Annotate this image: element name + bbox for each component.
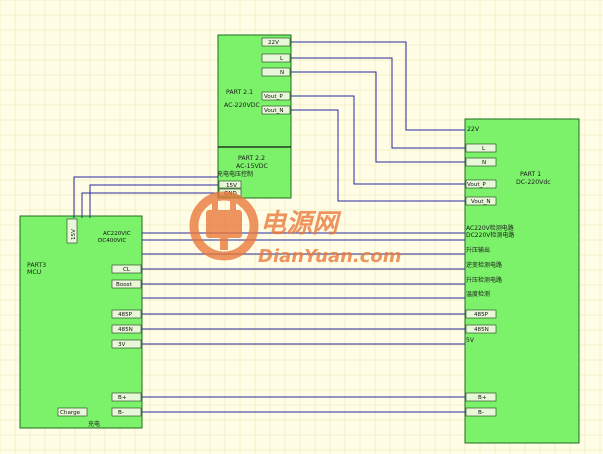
pin-485p-label: 485P — [118, 312, 133, 318]
part3-pins: AC220VIC DC400VIC CL Boost 485P 485N 3V … — [57, 231, 142, 417]
watermark-brand-en: DianYuan.com — [258, 246, 402, 267]
pin-box[interactable] — [111, 407, 142, 417]
p1-signal-ac220v: AC220V检测电路 — [466, 224, 514, 232]
pin-boost-label: Boost — [116, 282, 133, 288]
p1-signal-temp: 温度检测 — [466, 290, 490, 298]
p1-pin-bplus-label: B+ — [478, 395, 487, 401]
pin-cl-label: CL — [123, 267, 131, 273]
part1-desc: DC-220Vdc — [516, 179, 551, 186]
part21-pins: 22V L N Vout_P Vout_N — [261, 37, 291, 115]
wire-15v — [89, 184, 218, 218]
p1-pin-vout-n-label: Vout_N — [471, 199, 491, 205]
pin-n-label: N — [280, 70, 284, 76]
part21-block[interactable] — [217, 34, 292, 148]
pin-15v-label: 15V — [226, 183, 237, 189]
pin-box[interactable] — [261, 105, 291, 115]
wire-vout-p — [291, 95, 465, 185]
part1-name: PART 1 — [520, 171, 541, 178]
p1-pin-l-label: L — [482, 146, 486, 152]
pin-dc400vic-label: DC400VIC — [98, 238, 126, 244]
p1-pin-485n-label: 485N — [474, 327, 489, 333]
pin-box[interactable] — [57, 407, 88, 417]
p1-5v-label: 5V — [466, 337, 475, 344]
pin-box[interactable] — [111, 392, 142, 402]
part1-pins: L N Vout_P Vout_N 485P 485N B+ B- — [465, 143, 497, 417]
dianyuan-watermark: 电源网 DianYuan.com — [189, 191, 402, 267]
p1-signal-boost-out: 升压输出 — [466, 246, 490, 254]
part22-name: PART 2.2 — [238, 155, 265, 162]
pin-box[interactable] — [261, 91, 291, 101]
pin-charge-label: Charge — [60, 410, 81, 416]
part1-signal-labels: AC220V检测电路 DC220V检测电路 升压输出 逆变检测电路 升压检测电路… — [466, 224, 514, 344]
pin-22v-label: 22V — [268, 40, 279, 46]
pin-box[interactable] — [111, 339, 142, 349]
pin-box[interactable] — [465, 324, 497, 334]
watermark-plug-logo — [189, 191, 259, 261]
pin-box[interactable] — [261, 53, 291, 63]
pin-box[interactable] — [261, 67, 291, 77]
pin-ac220vic-label: AC220VIC — [103, 231, 131, 237]
part22-desc: AC-15VDC — [236, 163, 268, 170]
part3-bottom-label: 充电 — [88, 420, 100, 428]
pin-box[interactable] — [111, 264, 142, 274]
pin-box[interactable] — [465, 407, 497, 417]
part1-top-label: 22V — [467, 126, 480, 133]
pin-box[interactable] — [111, 324, 142, 334]
part22-label: 充电电压控制 — [217, 170, 253, 178]
pin-box[interactable] — [218, 180, 242, 189]
part1-block[interactable] — [464, 118, 580, 444]
pin-box[interactable] — [465, 309, 497, 319]
p1-pin-n-label: N — [482, 160, 486, 166]
pin-vout-p-label: Vout_P — [264, 94, 283, 100]
pin-3v-label: 3V — [118, 342, 126, 348]
pin-box[interactable] — [111, 279, 142, 289]
wire-vout-n — [291, 109, 465, 202]
part3-desc: MCU — [27, 269, 41, 276]
pin-bminus-label: B- — [118, 410, 124, 416]
p1-signal-boost-det: 升压检测电路 — [466, 276, 502, 284]
pin-l-label: L — [280, 56, 284, 62]
pin-box[interactable] — [465, 143, 497, 153]
pin-vout-n-label: Vout_N — [264, 108, 284, 114]
pin-box[interactable] — [465, 157, 497, 167]
pin-box[interactable] — [465, 392, 497, 402]
part3-block[interactable] — [19, 215, 143, 429]
pin-bplus-label: B+ — [118, 395, 127, 401]
wire-n — [291, 71, 465, 163]
pin-485n-label: 485N — [118, 327, 133, 333]
part21-desc: AC-220VDC — [224, 102, 260, 109]
part3-name: PART3 — [27, 262, 46, 269]
p1-pin-bminus-label: B- — [478, 410, 484, 416]
p1-signal-inverter: 逆变检测电路 — [466, 261, 502, 269]
wire-ctrl — [73, 176, 218, 218]
part21-name: PART 2.1 — [226, 89, 253, 96]
p1-pin-vout-p-label: Vout_P — [467, 182, 486, 188]
p1-signal-dc220v: DC220V检测电路 — [466, 231, 514, 239]
watermark-brand-cn: 电源网 — [260, 209, 342, 239]
pin-box[interactable] — [66, 218, 78, 244]
mcu-top-pin-label: 15V — [71, 229, 77, 240]
wire-l — [291, 57, 465, 149]
p1-pin-485p-label: 485P — [474, 312, 489, 318]
pin-box[interactable] — [261, 37, 291, 47]
wire-gnd — [81, 192, 218, 218]
pin-box[interactable] — [111, 309, 142, 319]
pin-box[interactable] — [465, 196, 497, 206]
pin-box[interactable] — [465, 179, 497, 189]
wire-22v — [291, 41, 465, 131]
wires — [73, 41, 465, 413]
